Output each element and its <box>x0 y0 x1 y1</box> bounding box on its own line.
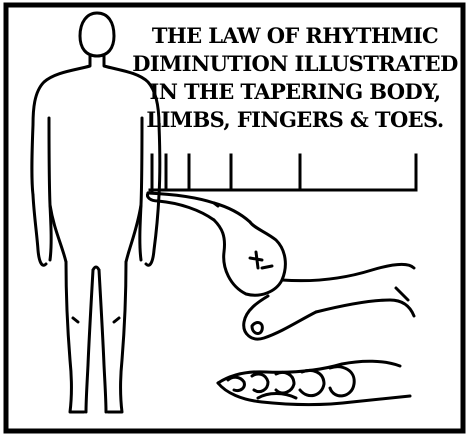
pointing-hand <box>147 193 414 339</box>
caption-line-1: THE LAW OF RHYTHMIC <box>128 22 462 50</box>
caption-line-4: LIMBS, FINGERS & TOES. <box>128 106 462 134</box>
caption-line-3: IN THE TAPERING BODY, <box>128 78 462 106</box>
foot-toes <box>218 361 410 404</box>
measuring-scale <box>150 155 416 192</box>
caption-line-2: DIMINUTION ILLUSTRATED <box>128 50 462 78</box>
caption: THE LAW OF RHYTHMIC DIMINUTION ILLUSTRAT… <box>128 22 462 134</box>
